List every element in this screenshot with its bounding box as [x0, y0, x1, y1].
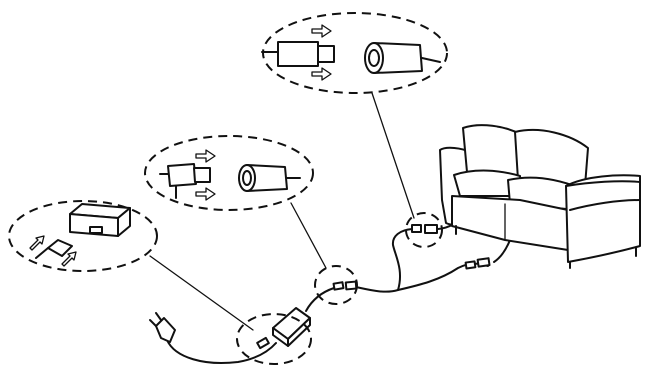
sofa-cable-right — [493, 239, 511, 263]
female-connector-hole — [368, 49, 380, 67]
leader-line-sofa — [371, 92, 415, 219]
sofa — [439, 124, 641, 269]
male-connector-icon — [332, 281, 345, 291]
adapter-port — [89, 226, 103, 234]
focus-circle-adapter — [236, 313, 312, 365]
female-connector-icon — [476, 257, 491, 268]
plug-prong — [149, 319, 157, 327]
focus-circle-joint — [314, 265, 358, 305]
female-connector-icon — [424, 224, 438, 234]
female-connector-cord — [421, 57, 441, 63]
leader-lines — [149, 92, 415, 331]
adapter-output-cable — [305, 287, 335, 312]
callout-adapter-to-cable — [144, 135, 314, 211]
arrow-icon — [311, 67, 332, 81]
arrow-icon — [61, 251, 77, 267]
cable-connectors — [332, 224, 491, 291]
sofa-armrest-panel — [569, 199, 641, 211]
focus-circle-sofa — [405, 212, 443, 248]
plug-connector-cord — [35, 247, 49, 259]
male-connector-tip — [317, 45, 335, 63]
sofa-armrest-top-edge — [565, 180, 641, 187]
male-connector-icon — [277, 41, 319, 67]
male-connector-icon — [167, 163, 197, 187]
sofa-back-cushion-right — [514, 128, 589, 187]
arrow-icon — [311, 24, 332, 38]
sofa-armrest-right — [565, 174, 641, 263]
cables — [166, 213, 511, 364]
power-plug — [149, 312, 176, 343]
focus-markers — [236, 212, 443, 365]
callout-bubble — [144, 135, 314, 211]
callout-cable-to-sofa — [261, 12, 448, 94]
female-connector-hole — [242, 170, 252, 186]
male-connector-icon — [411, 224, 422, 233]
callout-plug-to-adapter — [8, 200, 158, 272]
male-connector-icon — [464, 260, 477, 270]
main-cable — [355, 286, 399, 293]
arrow-icon — [195, 149, 216, 163]
female-connector-opening — [238, 164, 256, 192]
female-connector-icon — [344, 280, 358, 291]
leader-line-middle — [290, 202, 327, 269]
arrow-icon — [29, 235, 45, 251]
leader-line-adapter — [149, 255, 254, 331]
plug-prong — [155, 312, 162, 321]
male-connector-tip — [193, 167, 211, 183]
plug-cord — [166, 339, 277, 364]
sofa-back-cushion-left — [462, 124, 521, 177]
plug-connector-icon — [47, 239, 73, 257]
branch-cable-left — [391, 228, 413, 291]
plug-connector-icon — [256, 336, 270, 350]
arrow-icon — [195, 187, 216, 201]
adapter-icon-side — [117, 207, 131, 237]
plug-body — [155, 317, 176, 343]
female-connector-opening — [364, 42, 384, 74]
